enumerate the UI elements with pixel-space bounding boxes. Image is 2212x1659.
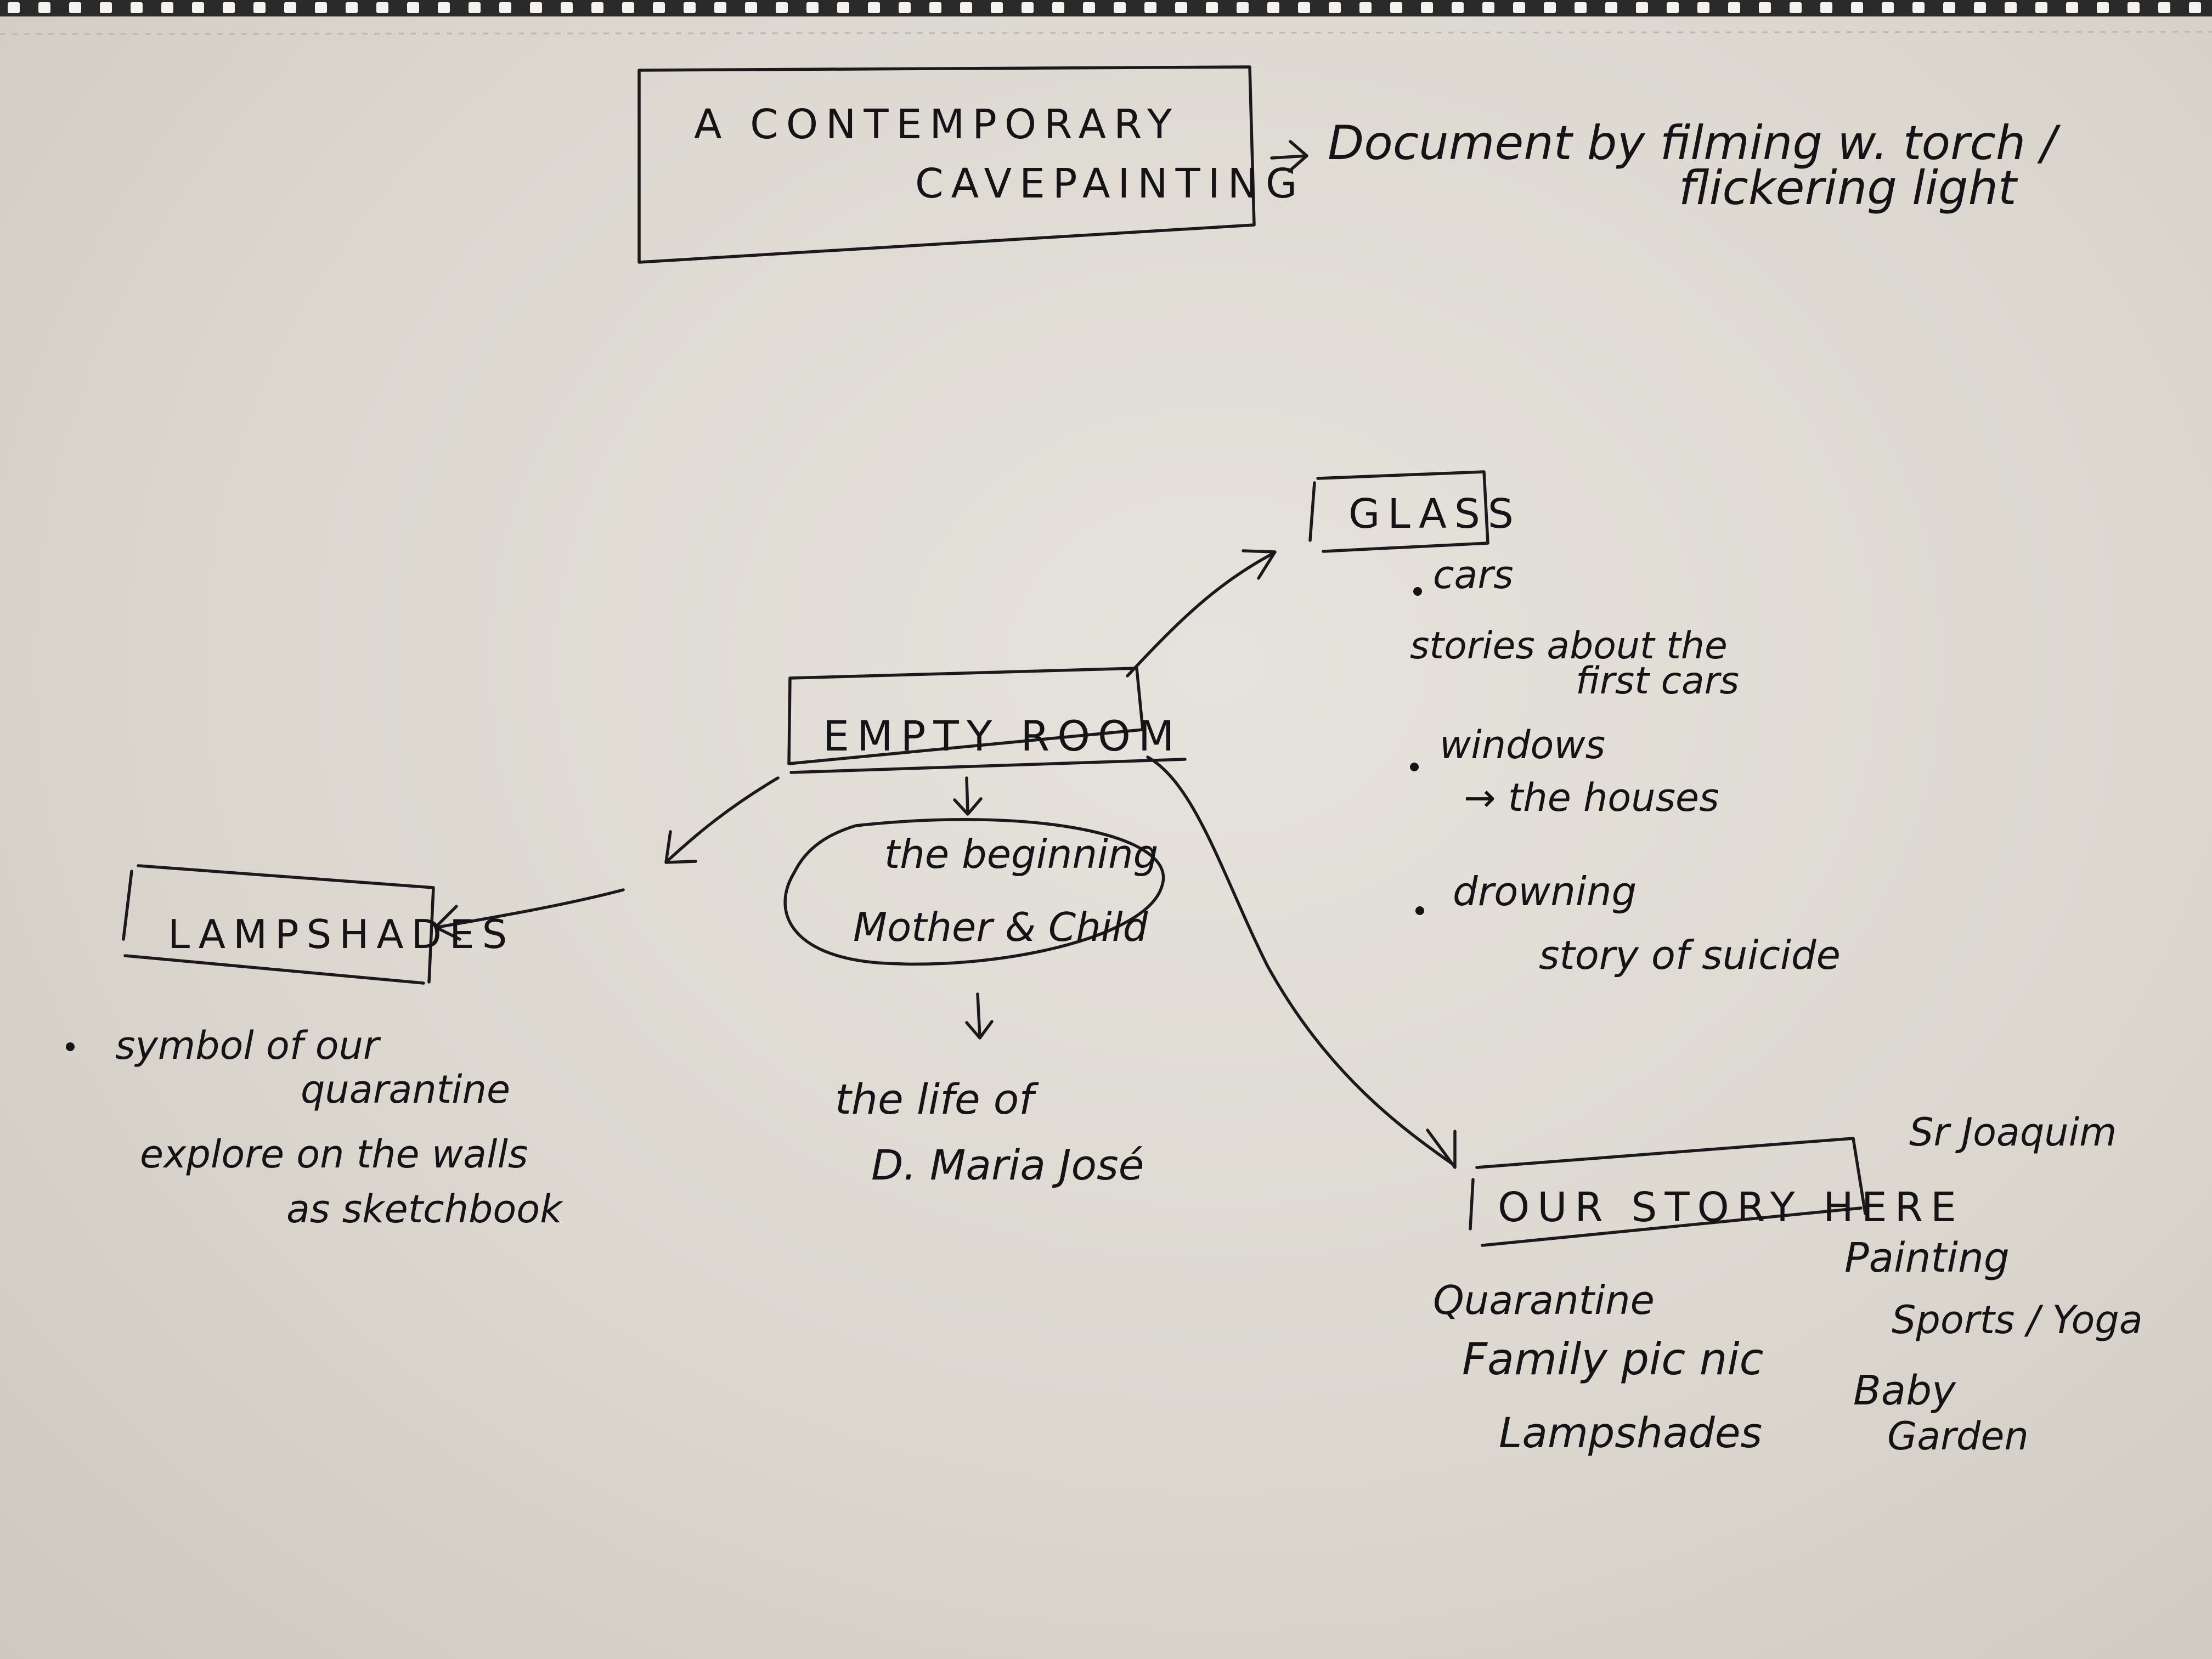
glass-item-2-detail: → the houses bbox=[1464, 775, 1719, 820]
lampshades-line-3: explore on the walls bbox=[140, 1132, 528, 1177]
life-line-2: D. Maria José bbox=[871, 1141, 1144, 1189]
our-story-left-item-2: Family pic nic bbox=[1462, 1334, 1764, 1385]
title-box: A CONTEMPORARY CAVEPAINTING bbox=[637, 65, 1305, 264]
lampshades-box: LAMPSHADES bbox=[122, 864, 515, 985]
oval-line-2: Mother & Child bbox=[853, 904, 1149, 950]
empty-room-label: EMPTY ROOM bbox=[823, 712, 1182, 760]
spiral-binding bbox=[0, 0, 2212, 35]
glass-items: cars stories about the first cars window… bbox=[1410, 552, 1841, 978]
glass-item-1: cars bbox=[1433, 552, 1514, 597]
title-arrow bbox=[1270, 140, 1308, 173]
arrow-to-oval bbox=[953, 776, 983, 816]
our-story-right-item-1: Painting bbox=[1844, 1234, 2010, 1282]
our-story-right-item-3: Baby bbox=[1853, 1367, 1956, 1414]
our-story-label: OUR STORY HERE bbox=[1498, 1184, 1964, 1231]
glass-box: GLASS bbox=[1308, 470, 1521, 553]
title-note-line-1: Document by filming w. torch / bbox=[1328, 116, 2061, 171]
our-story-right-list: Painting Sports / Yoga Baby Garden bbox=[1844, 1234, 2143, 1459]
lampshades-notes: symbol of our quarantine explore on the … bbox=[66, 1023, 563, 1232]
lampshades-label: LAMPSHADES bbox=[168, 911, 515, 957]
our-story-right-item-2: Sports / Yoga bbox=[1892, 1297, 2143, 1342]
arrow-to-glass bbox=[1126, 549, 1277, 678]
our-story-aside: Sr Joaquim bbox=[1909, 1110, 2117, 1155]
our-story-left-item-3: Lampshades bbox=[1499, 1408, 1762, 1457]
lampshades-line-4: as sketchbook bbox=[286, 1187, 563, 1232]
oval-line-1: the beginning bbox=[884, 831, 1158, 877]
title-line-2: CAVEPAINTING bbox=[915, 160, 1305, 207]
glass-item-1-detail: stories about the bbox=[1410, 624, 1728, 668]
our-story-box: OUR STORY HERE bbox=[1469, 1137, 1964, 1247]
glass-item-1-detail-2: first cars bbox=[1576, 659, 1739, 703]
arrow-to-life bbox=[965, 992, 994, 1040]
our-story-left-item-1: Quarantine bbox=[1433, 1277, 1655, 1323]
our-story-left-list: Quarantine Family pic nic Lampshades bbox=[1433, 1277, 1764, 1457]
title-note: Document by filming w. torch / flickerin… bbox=[1328, 116, 2061, 216]
glass-item-2: windows bbox=[1440, 723, 1605, 768]
glass-item-3: drowning bbox=[1453, 868, 1637, 915]
arrow-to-our-story bbox=[1146, 755, 1457, 1169]
empty-room-box: EMPTY ROOM bbox=[787, 667, 1187, 774]
lampshades-line-2: quarantine bbox=[301, 1067, 510, 1112]
arrow-to-lampshades bbox=[434, 776, 780, 941]
lampshades-line-1: symbol of our bbox=[115, 1023, 381, 1068]
beginning-oval: the beginning Mother & Child bbox=[783, 818, 1165, 966]
title-note-line-2: flickering light bbox=[1679, 161, 2018, 216]
title-line-1: A CONTEMPORARY bbox=[694, 101, 1180, 148]
life-line-1: the life of bbox=[835, 1075, 1039, 1124]
glass-item-3-detail: story of suicide bbox=[1539, 932, 1841, 978]
glass-label: GLASS bbox=[1348, 490, 1521, 538]
our-story-right-item-4: Garden bbox=[1887, 1414, 2029, 1459]
